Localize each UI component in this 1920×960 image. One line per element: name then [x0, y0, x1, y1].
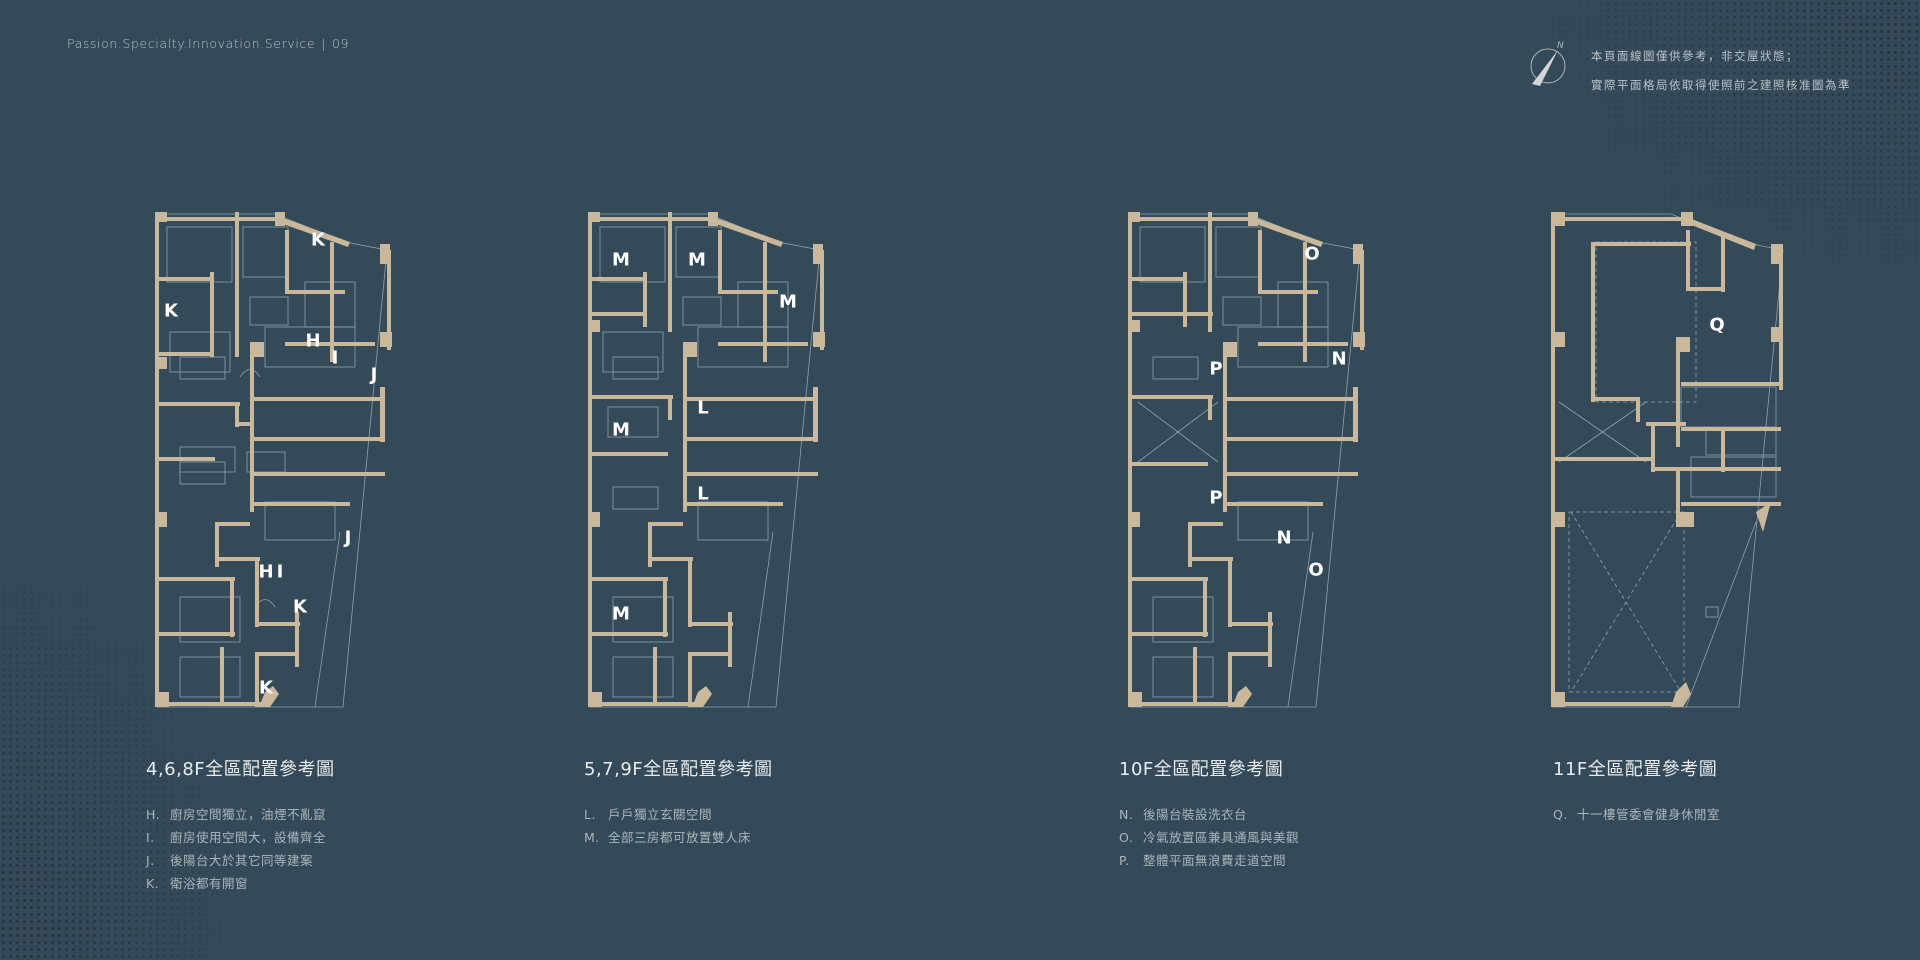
- feature-key: K.: [146, 876, 160, 891]
- feature-text: 衛浴都有開窗: [170, 876, 249, 891]
- plan-title: 5,7,9F全區配置參考圖: [584, 759, 773, 780]
- feature-key: P.: [1119, 853, 1130, 868]
- header-separator: |: [321, 36, 326, 51]
- floor-plan-drawing: [588, 212, 825, 708]
- feature-key: J.: [146, 853, 155, 868]
- feature-item: P. 整體平面無浪費走道空間: [1119, 849, 1299, 872]
- feature-list: N. 後陽台裝設洗衣台 O. 冷氣放置區兼具通風與美觀 P. 整體平面無浪費走道空間: [1119, 803, 1299, 872]
- disclaimer-line-2: 實際平面格局依取得使照前之建照核准圖為準: [1591, 78, 1851, 92]
- plan-marker-l: L: [697, 397, 709, 419]
- feature-key: N.: [1119, 807, 1134, 822]
- feature-text: 整體平面無浪費走道空間: [1143, 853, 1287, 868]
- plan-marker-m: M: [612, 603, 630, 625]
- floor-plan-4-6-8: [155, 212, 395, 708]
- plan-marker-p: P: [1209, 487, 1223, 509]
- brand-tagline: Passion.Specialty.Innovation.Service: [67, 36, 316, 51]
- feature-item: K. 衛浴都有開窗: [146, 872, 335, 895]
- feature-item: I. 廚房使用空間大，設備齊全: [146, 826, 335, 849]
- plan-marker-n: N: [1276, 527, 1292, 549]
- feature-list: L. 戶戶獨立玄關空間 M. 全部三房都可放置雙人床: [584, 803, 773, 849]
- disclaimer-line-1: 本頁面線圖僅供參考，非交屋狀態；: [1591, 49, 1799, 63]
- halftone-decoration-bottom-left: [0, 400, 260, 960]
- plan-marker-m: M: [688, 249, 706, 271]
- plan-title: 4,6,8F全區配置參考圖: [146, 759, 335, 780]
- feature-key: H.: [146, 807, 161, 822]
- plan-marker-k: K: [164, 300, 178, 322]
- feature-text: 後陽台裝設洗衣台: [1143, 807, 1248, 822]
- caption-floor-4-6-8: 4,6,8F全區配置參考圖 H. 廚房空間獨立，油煙不亂竄 I. 廚房使用空間大，設備…: [146, 755, 335, 895]
- svg-text:N: N: [1557, 41, 1564, 51]
- feature-key: L.: [584, 807, 596, 822]
- caption-floor-10: 10F全區配置參考圖 N. 後陽台裝設洗衣台 O. 冷氣放置區兼具通風與美觀 P. 整體平…: [1119, 755, 1299, 872]
- caption-floor-11: 11F全區配置參考圖 Q. 十一樓管委會健身休閒室: [1553, 755, 1720, 826]
- caption-floor-5-7-9: 5,7,9F全區配置參考圖 L. 戶戶獨立玄關空間 M. 全部三房都可放置雙人床: [584, 755, 773, 849]
- feature-item: H. 廚房空間獨立，油煙不亂竄: [146, 803, 335, 826]
- plan-marker-m: M: [779, 291, 797, 313]
- feature-text: 戶戶獨立玄關空間: [608, 807, 713, 822]
- halftone-decoration-top-right: [1500, 0, 1920, 300]
- plan-marker-j: J: [370, 364, 378, 386]
- plan-marker-m: M: [612, 419, 630, 441]
- plan-marker-m: M: [612, 249, 630, 271]
- feature-item: J. 後陽台大於其它同等建案: [146, 849, 335, 872]
- plan-marker-q: Q: [1709, 314, 1725, 336]
- feature-list: H. 廚房空間獨立，油煙不亂竄 I. 廚房使用空間大，設備齊全 J. 後陽台大於其它同等建…: [146, 803, 335, 895]
- feature-list: Q. 十一樓管委會健身休閒室: [1553, 803, 1720, 826]
- feature-key: M.: [584, 830, 600, 845]
- feature-item: N. 後陽台裝設洗衣台: [1119, 803, 1299, 826]
- plan-marker-i: I: [276, 561, 284, 583]
- feature-item: Q. 十一樓管委會健身休閒室: [1553, 803, 1720, 826]
- feature-text: 後陽台大於其它同等建案: [170, 853, 314, 868]
- feature-key: O.: [1119, 830, 1134, 845]
- page-header: Passion.Specialty.Innovation.Service | 09: [67, 36, 349, 51]
- plan-marker-k: K: [311, 229, 325, 251]
- floor-plan-drawing: [1128, 212, 1365, 708]
- floor-plan-11: [1551, 212, 1791, 708]
- plan-marker-h: H: [258, 561, 274, 583]
- plan-marker-l: L: [697, 483, 709, 505]
- feature-text: 冷氣放置區兼具通風與美觀: [1143, 830, 1300, 845]
- plan-marker-o: O: [1308, 559, 1324, 581]
- floor-plan-5-7-9: [588, 212, 828, 708]
- feature-text: 全部三房都可放置雙人床: [608, 830, 752, 845]
- disclaimer-notice: 本頁面線圖僅供參考，非交屋狀態； 實際平面格局依取得使照前之建照核准圖為準: [1591, 42, 1851, 100]
- feature-item: M. 全部三房都可放置雙人床: [584, 826, 773, 849]
- feature-key: I.: [146, 830, 155, 845]
- feature-item: O. 冷氣放置區兼具通風與美觀: [1119, 826, 1299, 849]
- plan-marker-h: H: [305, 330, 321, 352]
- plan-marker-k: K: [293, 596, 307, 618]
- floor-plan-drawing: [155, 212, 392, 708]
- north-compass-icon: N: [1528, 36, 1570, 88]
- plan-marker-p: P: [1209, 358, 1223, 380]
- plan-marker-j: J: [344, 527, 352, 549]
- feature-text: 廚房空間獨立，油煙不亂竄: [170, 807, 327, 822]
- page-number: 09: [331, 36, 350, 51]
- feature-text: 廚房使用空間大，設備齊全: [170, 830, 327, 845]
- feature-key: Q.: [1553, 807, 1568, 822]
- plan-title: 10F全區配置參考圖: [1119, 759, 1284, 780]
- feature-text: 十一樓管委會健身休閒室: [1577, 807, 1721, 822]
- plan-marker-i: I: [331, 347, 339, 369]
- plan-marker-k: K: [259, 677, 273, 699]
- plan-marker-o: O: [1304, 243, 1320, 265]
- floor-plan-10: [1128, 212, 1368, 708]
- feature-item: L. 戶戶獨立玄關空間: [584, 803, 773, 826]
- plan-title: 11F全區配置參考圖: [1553, 759, 1718, 780]
- floor-plan-drawing: [1551, 212, 1784, 708]
- plan-marker-n: N: [1331, 348, 1347, 370]
